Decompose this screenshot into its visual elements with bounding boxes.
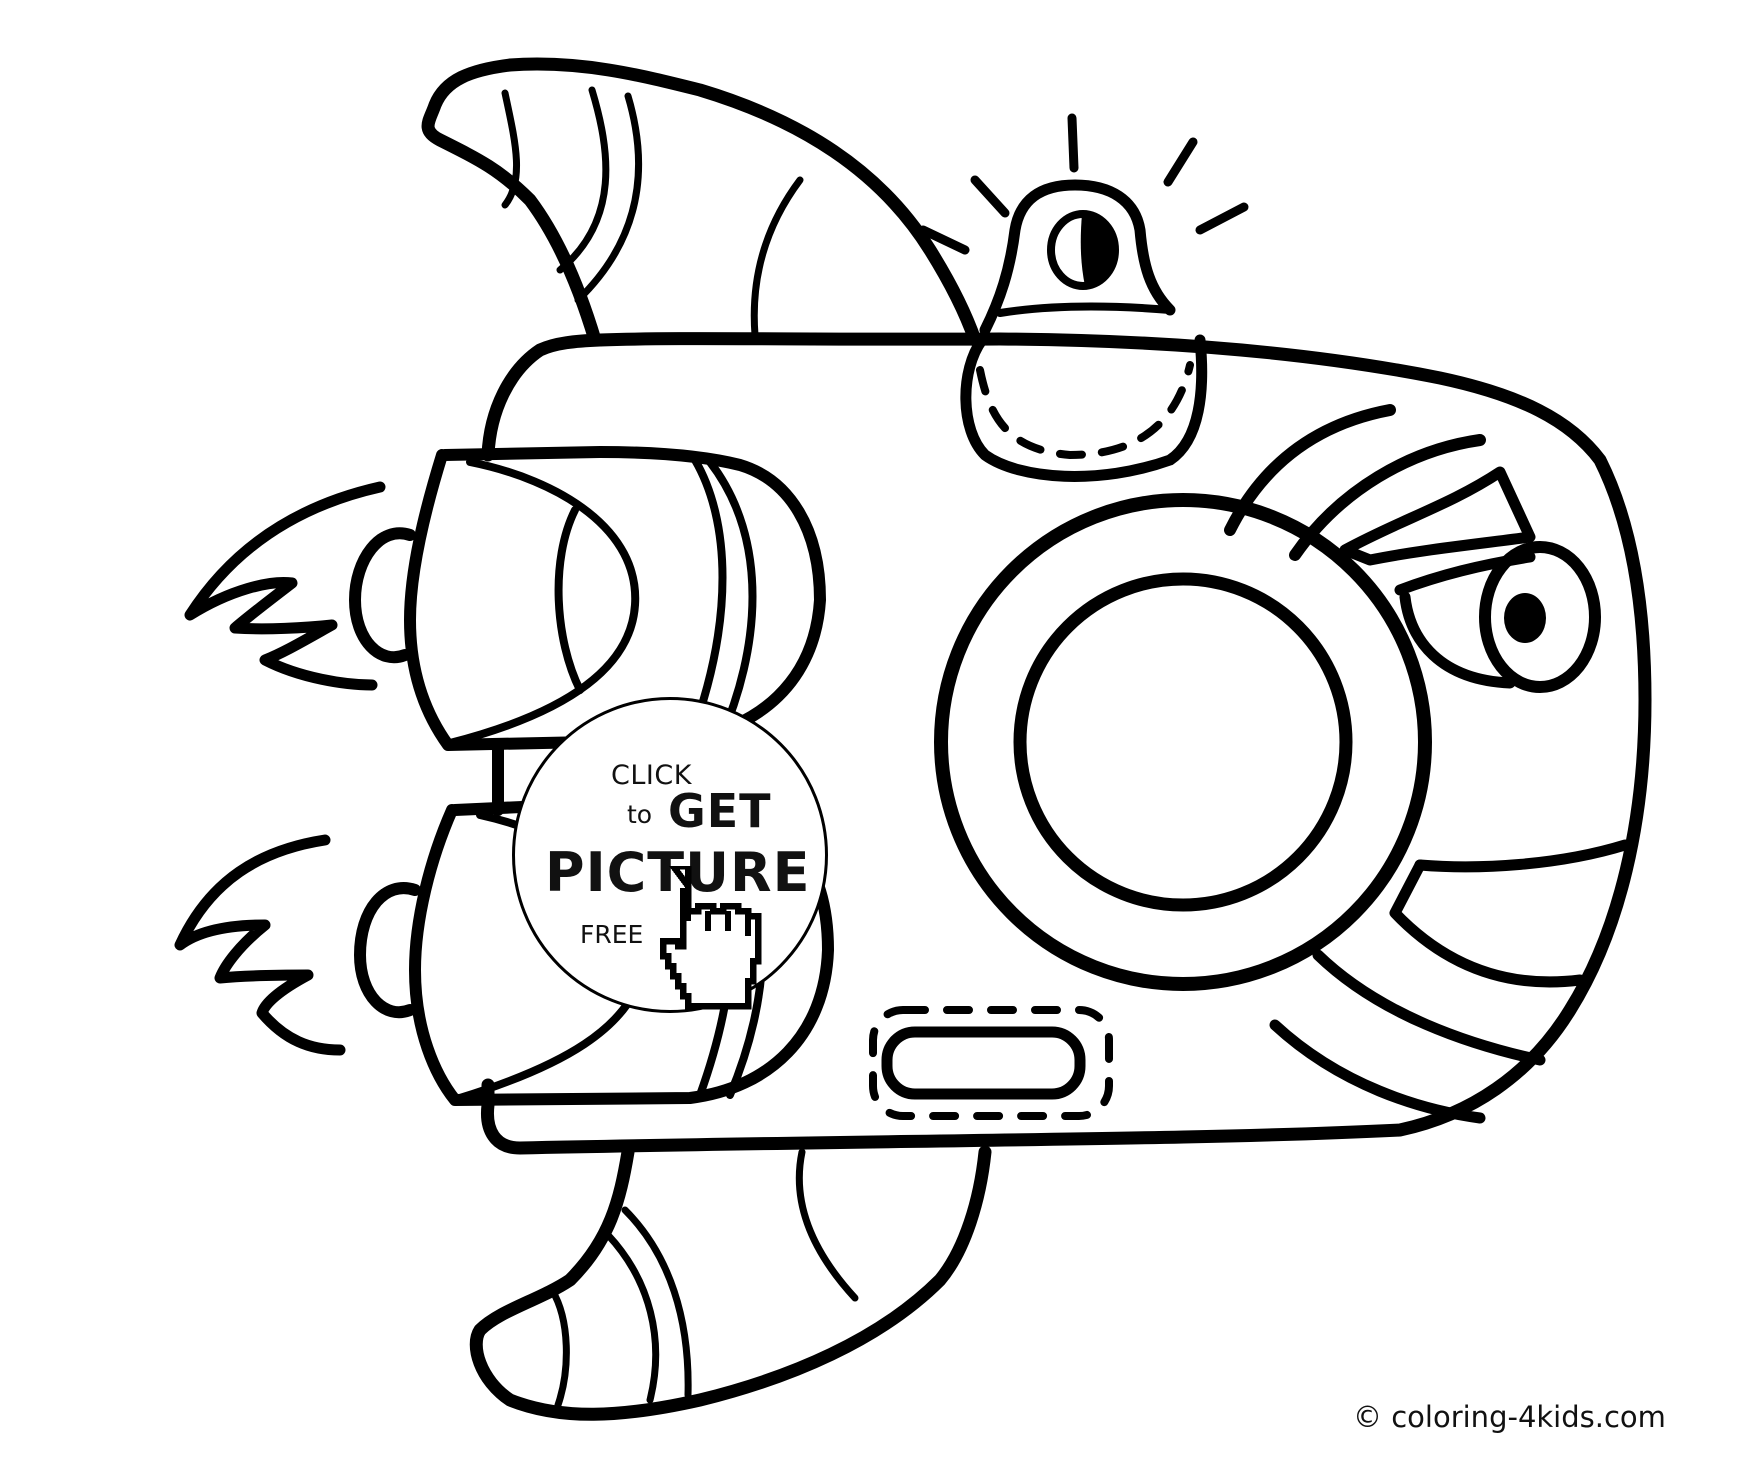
side-stripe [1389, 839, 1631, 988]
engine-top [349, 446, 826, 751]
badge-free-text: FREE [580, 920, 644, 949]
eye [1339, 466, 1601, 693]
badge-click-text: CLICK [611, 760, 692, 791]
bottom-wing [469, 1145, 992, 1421]
rocket-body [480, 332, 1652, 1155]
badge-get-text: GET [668, 784, 772, 838]
flame-top [184, 481, 386, 691]
siren-light [918, 113, 1249, 482]
button-panel [869, 1006, 1113, 1120]
flame-bottom [174, 834, 346, 1056]
pixel-hand-pointer-icon [659, 866, 762, 1010]
click-to-get-picture-badge[interactable]: CLICK to GET PICTURE FREE [512, 697, 828, 1013]
badge-to-text: to [627, 800, 653, 829]
top-wing [421, 57, 982, 347]
main-lens [934, 404, 1546, 1124]
copyright-footer: © coloring-4kids.com [1353, 1400, 1666, 1434]
